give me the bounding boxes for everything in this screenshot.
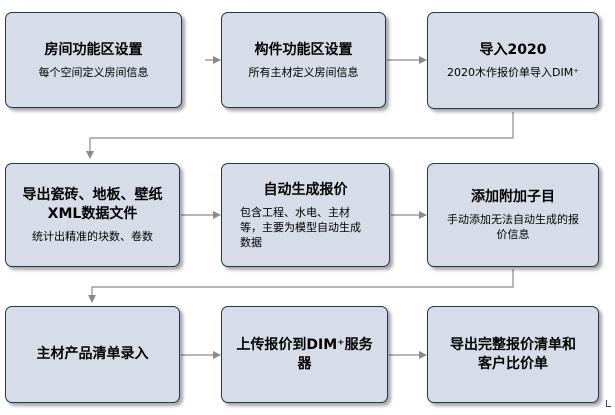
step-room-function-setup: 房间功能区设置 每个空间定义房间信息 bbox=[5, 12, 182, 108]
step-title: 导入2020 bbox=[479, 42, 547, 58]
step-description: 每个空间定义房间信息 bbox=[38, 65, 149, 79]
arrow-step3-to-step4 bbox=[86, 112, 514, 159]
step-main-material-entry: 主材产品清单录入 bbox=[5, 306, 180, 403]
step-upload-quote: 上传报价到DIM⁺服务器 bbox=[221, 306, 388, 403]
step-title: 添加附加子目 bbox=[471, 189, 555, 205]
arrow-step6-to-step7 bbox=[88, 269, 514, 303]
step-description: 包含工程、水电、主材等，主要为模型自动生成数据 bbox=[240, 205, 361, 249]
step-auto-generate-quote: 自动生成报价 包含工程、水电、主材等，主要为模型自动生成数据 bbox=[221, 163, 390, 267]
step-description: 2020木作报价单导入DIM⁺ bbox=[446, 66, 579, 79]
step-title: 导出瓷砖、地板、壁纸XML数据文件 bbox=[22, 187, 163, 222]
step-title: 构件功能区设置 bbox=[254, 41, 353, 58]
step-add-extra-items: 添加附加子目 手动添加无法自动生成的报价信息 bbox=[427, 163, 599, 267]
step-component-function-setup: 构件功能区设置 所有主材定义房间信息 bbox=[221, 12, 386, 108]
step-title: 自动生成报价 bbox=[263, 181, 348, 198]
step-title: 上传报价到DIM⁺服务器 bbox=[236, 336, 373, 372]
step-description: 统计出精准的块数、卷数 bbox=[32, 230, 153, 243]
corner-mark bbox=[606, 400, 611, 407]
step-export-full-quote: 导出完整报价清单和客户比价单 bbox=[427, 306, 599, 403]
step-title: 房间功能区设置 bbox=[44, 41, 143, 58]
step-description: 手动添加无法自动生成的报价信息 bbox=[447, 213, 579, 241]
step-title: 主材产品清单录入 bbox=[36, 346, 149, 362]
step-import-2020: 导入2020 2020木作报价单导入DIM⁺ bbox=[427, 12, 599, 109]
step-title: 导出完整报价清单和客户比价单 bbox=[450, 336, 576, 372]
step-export-xml-data: 导出瓷砖、地板、壁纸XML数据文件 统计出精准的块数、卷数 bbox=[5, 163, 180, 267]
step-description: 所有主材定义房间信息 bbox=[248, 65, 359, 79]
